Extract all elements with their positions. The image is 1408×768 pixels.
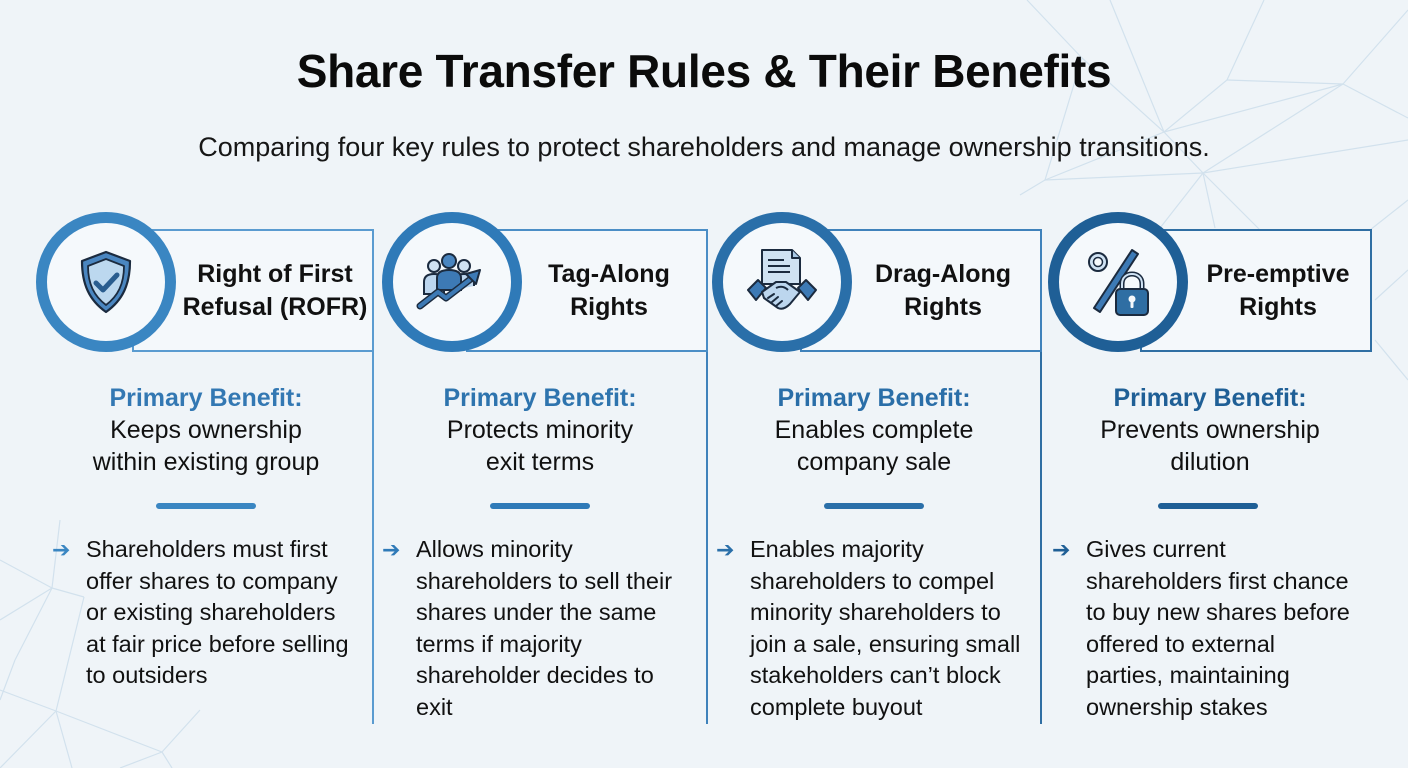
accent-bar xyxy=(824,503,924,509)
rule-icon-circle xyxy=(1048,212,1188,352)
benefit-text-line2: company sale xyxy=(796,448,952,476)
benefit-text-line2: exit terms xyxy=(485,448,595,476)
rule-description: ➔ Allows minority shareholders to sell t… xyxy=(382,534,687,723)
primary-benefit: Primary Benefit: Enables complete compan… xyxy=(704,382,1044,478)
rule-icon-circle xyxy=(382,212,522,352)
benefit-text-line2: within existing group xyxy=(92,448,320,476)
people-growth-arrow-icon xyxy=(416,253,481,310)
benefit-text-line1: Prevents ownership xyxy=(1100,416,1320,444)
rule-title-line2: Rights xyxy=(1239,292,1317,321)
benefit-label: Primary Benefit: xyxy=(777,384,971,412)
rule-description: ➔ Gives current shareholders first chanc… xyxy=(1052,534,1357,723)
primary-benefit: Primary Benefit: Keeps ownership within … xyxy=(36,382,376,478)
rule-column-pre-emptive: Pre-emptive Rights Primary Benefit: Prev… xyxy=(1040,212,1380,724)
primary-benefit: Primary Benefit: Protects minority exit … xyxy=(370,382,710,478)
arrow-right-icon: ➔ xyxy=(716,537,735,562)
rule-column-tag-along: Tag-Along Rights Primary Benefit: Protec… xyxy=(370,212,710,724)
arrow-right-icon: ➔ xyxy=(52,537,71,562)
arrow-right-icon: ➔ xyxy=(382,537,401,562)
benefit-label: Primary Benefit: xyxy=(109,384,303,412)
rule-column-drag-along: Drag-Along Rights Primary Benefit: Enabl… xyxy=(704,212,1044,724)
column-divider-left xyxy=(706,352,708,724)
accent-bar xyxy=(156,503,256,509)
rule-title-line1: Drag-Along xyxy=(874,259,1012,288)
primary-benefit: Primary Benefit: Prevents ownership dilu… xyxy=(1040,382,1380,478)
rule-title-line2: Rights xyxy=(904,292,982,321)
description-text: Gives current shareholders first chance … xyxy=(1086,536,1350,720)
benefit-text-line1: Keeps ownership xyxy=(110,416,302,444)
rule-icon-circle xyxy=(712,212,852,352)
rule-title-line2: Refusal (ROFR) xyxy=(182,292,368,321)
rule-title-line2: Rights xyxy=(570,292,648,321)
shield-check-icon xyxy=(80,250,132,314)
benefit-label: Primary Benefit: xyxy=(1113,384,1307,412)
rule-icon-circle xyxy=(36,212,176,352)
benefit-text-line1: Protects minority xyxy=(446,416,634,444)
handshake-document-icon xyxy=(747,249,817,310)
page-title: Share Transfer Rules & Their Benefits xyxy=(296,45,1112,97)
accent-bar xyxy=(490,503,590,509)
rule-title-line1: Pre-emptive xyxy=(1206,259,1350,288)
arrow-right-icon: ➔ xyxy=(1052,537,1071,562)
description-text: Allows minority shareholders to sell the… xyxy=(416,536,673,720)
benefit-text-line1: Enables complete xyxy=(774,416,974,444)
rule-title-line1: Right of First xyxy=(197,259,353,288)
accent-bar xyxy=(1158,503,1258,509)
percent-lock-icon xyxy=(1088,249,1149,316)
page-subtitle: Comparing four key rules to protect shar… xyxy=(198,132,1210,162)
rule-title-line1: Tag-Along xyxy=(548,259,670,288)
column-divider xyxy=(372,352,374,724)
benefit-text-line2: dilution xyxy=(1170,448,1250,476)
description-text: Shareholders must first offer shares to … xyxy=(86,536,349,688)
benefit-label: Primary Benefit: xyxy=(443,384,637,412)
rule-description: ➔ Shareholders must first offer shares t… xyxy=(52,534,357,692)
rule-column-rofr: Right of First Refusal (ROFR) Primary Be… xyxy=(36,212,376,724)
rule-description: ➔ Enables majority shareholders to compe… xyxy=(716,534,1021,723)
column-divider-left xyxy=(1040,352,1042,724)
description-text: Enables majority shareholders to compel … xyxy=(750,536,1021,720)
